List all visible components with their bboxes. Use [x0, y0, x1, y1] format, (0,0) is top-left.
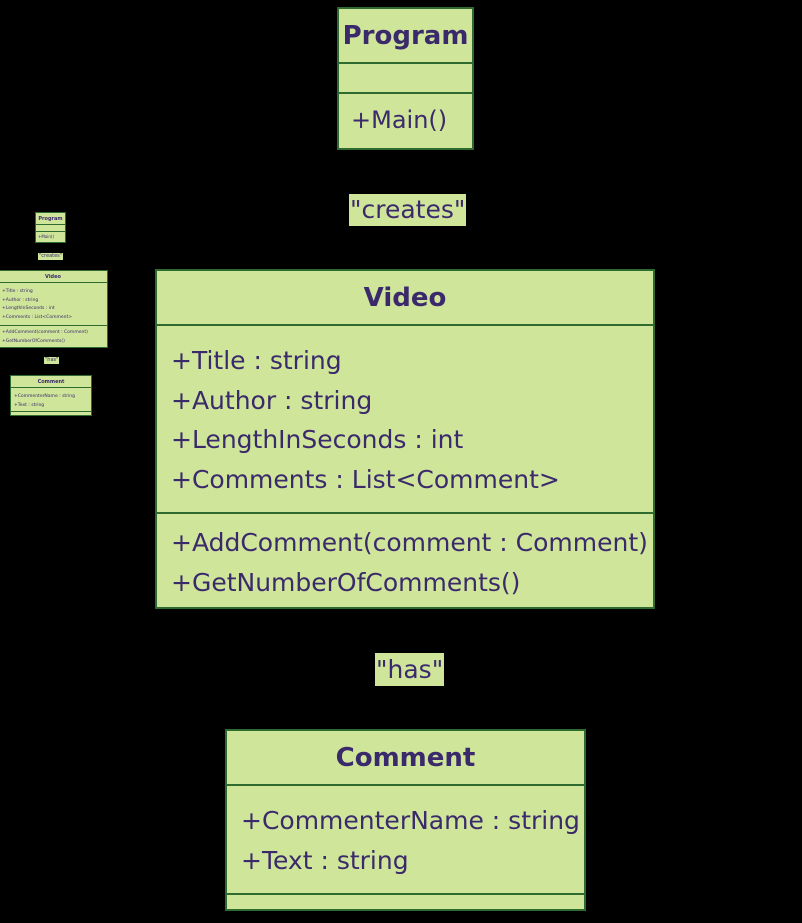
thumbnail-program-class: Program +Main() — [35, 212, 66, 243]
comment-attribute: +Text : string — [241, 845, 409, 875]
thumbnail-comment-operations — [11, 411, 91, 415]
thumbnail-video-operations: +AddComment(comment : Comment) +GetNumbe… — [0, 325, 107, 347]
comment-attributes: +CommenterName : string +Text : string — [227, 786, 584, 893]
thumbnail-video-attribute: +LengthInSeconds : int — [2, 306, 55, 311]
thumbnail-comment-attributes: +CommenterName : string +Text : string — [11, 388, 91, 411]
video-attribute: +Title : string — [171, 346, 342, 375]
comment-attribute: +CommenterName : string — [241, 806, 580, 835]
video-class-name: Video — [157, 271, 653, 326]
thumbnail-video-attribute: +Comments : List<Comment> — [2, 314, 72, 320]
thumbnail-program-class-name: Program — [36, 213, 65, 225]
video-attribute: +Author : string — [171, 385, 373, 415]
comment-class[interactable]: Comment +CommenterName : string +Text : … — [225, 729, 586, 911]
thumbnail-video-class-name: Video — [0, 271, 107, 283]
thumbnail-comment-class: Comment +CommenterName : string +Text : … — [10, 375, 92, 416]
program-attributes — [339, 64, 472, 92]
thumbnail-program-operations: +Main() — [36, 231, 65, 242]
creates-relation-label: "creates" — [349, 194, 467, 226]
thumbnail-video-class: Video +Title : string +Author : string +… — [0, 270, 108, 348]
thumbnail-video-operation: +GetNumberOfComments() — [2, 338, 65, 344]
thumbnail-comment-attribute: +Text : string — [14, 402, 45, 408]
video-attribute: +Comments : List<Comment> — [171, 464, 560, 494]
comment-class-name: Comment — [227, 731, 584, 786]
video-operation: +GetNumberOfComments() — [171, 567, 521, 597]
thumbnail-comment-attribute: +CommenterName : string — [14, 394, 76, 399]
program-operation: +Main() — [351, 106, 448, 134]
thumbnail-video-attribute: +Title : string — [2, 289, 33, 294]
thumbnail-video-attribute: +Author : string — [2, 297, 39, 303]
thumbnail-creates-label: "creates" — [38, 253, 64, 260]
video-operations: +AddComment(comment : Comment) +GetNumbe… — [157, 512, 653, 607]
video-class[interactable]: Video +Title : string +Author : string +… — [155, 269, 655, 609]
thumbnail-program-operation: +Main() — [38, 234, 55, 239]
video-operation: +AddComment(comment : Comment) — [171, 528, 648, 557]
comment-operations — [227, 893, 584, 911]
has-relation-label: "has" — [375, 653, 445, 686]
program-operations: +Main() — [339, 92, 472, 148]
thumbnail-has-label: "has" — [44, 357, 60, 364]
program-class[interactable]: Program +Main() — [337, 7, 474, 150]
thumbnail-comment-class-name: Comment — [11, 376, 91, 388]
thumbnail-video-operation: +AddComment(comment : Comment) — [2, 330, 88, 335]
video-attributes: +Title : string +Author : string +Length… — [157, 326, 653, 512]
thumbnail-video-attributes: +Title : string +Author : string +Length… — [0, 283, 107, 325]
video-attribute: +LengthInSeconds : int — [171, 425, 464, 454]
program-class-name: Program — [339, 9, 472, 64]
